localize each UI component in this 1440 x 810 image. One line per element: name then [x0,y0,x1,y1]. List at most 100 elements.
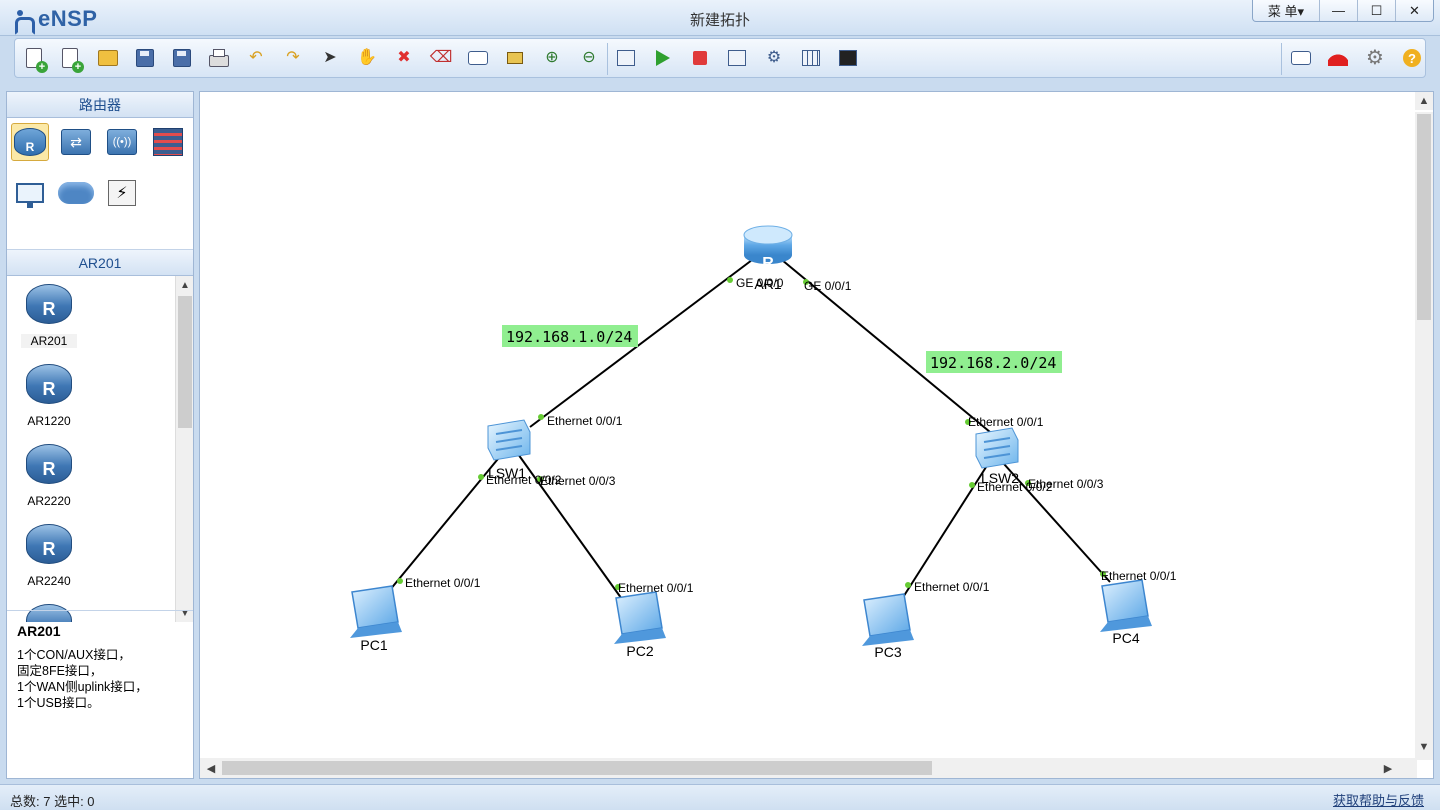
canvas-horizontal-scrollbar[interactable]: ◀ ▶ [200,758,1417,778]
device-item-ar2240[interactable]: R AR2240 [21,524,77,588]
link-ar1-lsw1[interactable] [529,259,753,428]
port-label-ar1-ge000: GE 0/0/0 [736,276,784,290]
zoom-in-icon[interactable]: ⊕ [545,49,559,66]
node-label-pc2: PC2 [626,643,653,659]
title-bar: eNSP 新建拓扑 菜 单▾ — ☐ ✕ [0,0,1440,36]
device-item-ar2220[interactable]: R AR2220 [21,444,77,508]
terminal-category-icon[interactable] [11,174,49,212]
fit-view-icon[interactable] [615,47,637,69]
port-dots [397,277,1106,590]
start-device-icon[interactable] [652,47,674,69]
port-dot [803,279,809,285]
forum-icon[interactable] [1290,47,1312,69]
port-dot [397,578,403,584]
port-label-pc2-e001: Ethernet 0/0/1 [618,581,694,595]
device-item-partial[interactable]: R [21,604,77,622]
print-icon[interactable] [208,47,230,69]
node-pc2[interactable]: PC2 [614,591,666,659]
device-list-scrollbar[interactable]: ▲ ▼ [175,276,193,622]
help-icon[interactable]: ? [1401,47,1423,69]
undo-icon[interactable]: ↶ [249,49,263,66]
link-lsw1-pc2[interactable] [517,453,625,603]
port-label-ar1-ge001: GE 0/0/1 [804,279,852,293]
status-bar: 总数: 7 选中: 0 获取帮助与反馈 [0,784,1440,810]
vscroll-down-icon[interactable]: ▼ [1415,738,1433,756]
device-panel: 路由器 R ⇄ ((•)) ⚡ AR201 R AR201 R AR1220 R… [6,91,194,779]
port-label-lsw1-e002: Ethernet 0/0/2 [486,473,562,487]
switch-category-icon[interactable]: ⇄ [57,123,95,161]
delete-link-icon[interactable]: ⌫ [429,49,453,66]
node-ar1[interactable]: R AR1 [743,225,793,292]
router-icon: R [26,524,72,564]
app-logo: eNSP [14,6,98,35]
hscroll-right-icon[interactable]: ▶ [1383,762,1393,775]
scroll-thumb[interactable] [1417,114,1431,320]
text-note-icon[interactable] [467,47,489,69]
capture-icon[interactable] [726,47,748,69]
canvas-vertical-scrollbar[interactable] [1415,112,1433,760]
port-dot [969,482,975,488]
description-line: 固定8FE接口， [17,664,103,678]
router-category-icon[interactable]: R [11,123,49,161]
vscroll-up-icon[interactable]: ▲ [1415,92,1433,110]
node-lsw1[interactable]: LSW1 [487,419,531,481]
huawei-icon[interactable] [1327,47,1349,69]
link-ar1-lsw2[interactable] [781,259,991,433]
port-dot [1025,480,1031,486]
scroll-down-icon[interactable]: ▼ [180,607,190,619]
redo-icon[interactable]: ↷ [286,49,300,66]
close-button[interactable]: ✕ [1395,0,1433,21]
select-icon[interactable]: ➤ [323,49,337,66]
new-example-icon[interactable] [59,47,84,73]
save-as-icon[interactable] [171,47,193,69]
node-pc3[interactable]: PC3 [862,593,914,660]
help-feedback-link[interactable]: 获取帮助与反馈 [1332,793,1424,808]
cloud-category-icon[interactable] [57,174,95,212]
scroll-thumb[interactable] [178,296,192,428]
subnet-label-1: 192.168.1.0/24 [502,325,638,347]
description-line: 1个WAN侧uplink接口， [17,680,148,694]
firewall-category-icon[interactable] [149,123,187,161]
settings-icon[interactable]: ⚙ [1366,47,1384,69]
port-dot [727,277,733,283]
router-icon: R [26,364,72,404]
device-item-ar1220[interactable]: R AR1220 [21,364,77,428]
new-topology-icon[interactable] [23,47,48,73]
topology-canvas[interactable]: 192.168.1.0/24 192.168.2.0/24 R AR1 LSW1 [199,91,1434,779]
node-label-pc3: PC3 [874,644,901,660]
rectangle-icon[interactable] [504,47,526,69]
device-item-ar201[interactable]: R AR201 [21,284,77,348]
scroll-thumb[interactable] [222,761,932,775]
node-lsw2[interactable]: LSW2 [975,427,1019,486]
minimize-button[interactable]: — [1319,0,1357,21]
hscroll-left-icon[interactable]: ◀ [206,762,216,775]
terminal-icon[interactable] [837,47,859,69]
device-list: R AR201 R AR1220 R AR2220 R AR2240 R ▲ ▼ [7,276,193,622]
port-dot [615,584,621,590]
window-controls: 菜 单▾ — ☐ ✕ [1252,0,1434,22]
open-icon[interactable] [97,47,119,69]
zoom-out-icon[interactable]: ⊖ [582,49,596,66]
delete-icon[interactable]: ✖ [397,49,411,66]
device-label: AR2220 [27,494,71,508]
wlan-category-icon[interactable]: ((•)) [103,123,141,161]
device-list-title: AR201 [7,250,193,276]
menu-button[interactable]: 菜 单▾ [1267,4,1305,19]
port-dot [537,476,543,482]
category-title: 路由器 [7,92,193,118]
stop-device-icon[interactable] [689,47,711,69]
app-name: eNSP [38,6,98,31]
connection-category-icon[interactable]: ⚡ [103,174,141,212]
status-text: 总数: 7 选中: 0 [10,794,95,809]
topology-icon[interactable]: ⚙ [766,49,782,66]
svg-text:R: R [762,255,774,272]
node-pc1[interactable]: PC1 [350,585,402,653]
maximize-button[interactable]: ☐ [1357,0,1395,21]
link-lsw2-pc4[interactable] [1003,463,1111,583]
subnet-label-1-text: 192.168.1.0/24 [506,328,632,346]
node-pc4[interactable]: PC4 [1100,579,1152,646]
grid-icon[interactable] [800,47,822,69]
pan-icon[interactable]: ✋ [357,49,377,66]
scroll-up-icon[interactable]: ▲ [180,279,190,291]
save-icon[interactable] [134,47,156,69]
